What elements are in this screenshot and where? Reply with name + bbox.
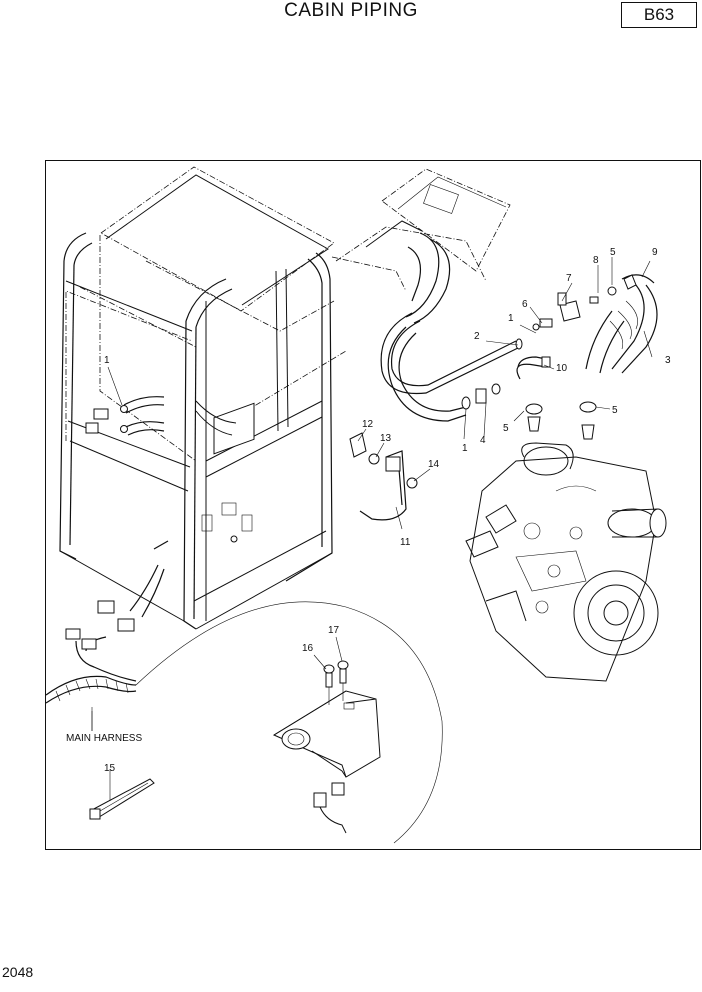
clamp-bracket bbox=[349, 432, 418, 521]
main-harness-label: MAIN HARNESS bbox=[66, 733, 142, 744]
callout-5b: 5 bbox=[612, 405, 618, 416]
callout-4: 4 bbox=[480, 435, 486, 446]
callout-2: 2 bbox=[474, 331, 480, 342]
callout-1c: 1 bbox=[462, 443, 468, 454]
duct-assembly bbox=[335, 168, 511, 324]
callout-3: 3 bbox=[665, 355, 671, 366]
callout-5a: 5 bbox=[610, 247, 616, 258]
page-number: 2048 bbox=[2, 964, 34, 980]
callout-15: 15 bbox=[104, 763, 116, 774]
callout-13: 13 bbox=[380, 433, 392, 444]
engine bbox=[465, 442, 667, 682]
callout-1b: 1 bbox=[508, 313, 514, 324]
callout-6: 6 bbox=[522, 299, 528, 310]
page-title: CABIN PIPING bbox=[284, 0, 418, 21]
callout-7: 7 bbox=[566, 273, 572, 284]
leader-lines bbox=[91, 257, 653, 801]
callout-16: 16 bbox=[302, 643, 314, 654]
callout-9: 9 bbox=[652, 247, 658, 258]
mount-bracket bbox=[272, 660, 381, 834]
main-harness bbox=[46, 540, 443, 844]
callout-12: 12 bbox=[362, 419, 374, 430]
cabin-piping-diagram: 1 1 1 2 3 4 5 5 5 6 7 8 9 10 11 12 13 14… bbox=[46, 166, 671, 844]
callout-labels: 1 1 1 2 3 4 5 5 5 6 7 8 9 10 11 12 13 14… bbox=[66, 247, 671, 774]
callout-11: 11 bbox=[400, 537, 411, 548]
callout-14: 14 bbox=[428, 459, 440, 470]
cable-tie bbox=[89, 778, 155, 820]
callout-5c: 5 bbox=[503, 423, 509, 434]
hose-3 bbox=[585, 274, 658, 374]
callout-10: 10 bbox=[556, 363, 568, 374]
fittings bbox=[461, 274, 637, 440]
page-code-box: B63 bbox=[621, 2, 697, 28]
diagram-frame bbox=[45, 160, 701, 850]
cabin-frame bbox=[59, 166, 407, 630]
callout-1a: 1 bbox=[104, 355, 110, 366]
callout-8: 8 bbox=[593, 255, 599, 266]
callout-17: 17 bbox=[328, 625, 340, 636]
hose-2 bbox=[380, 312, 523, 422]
